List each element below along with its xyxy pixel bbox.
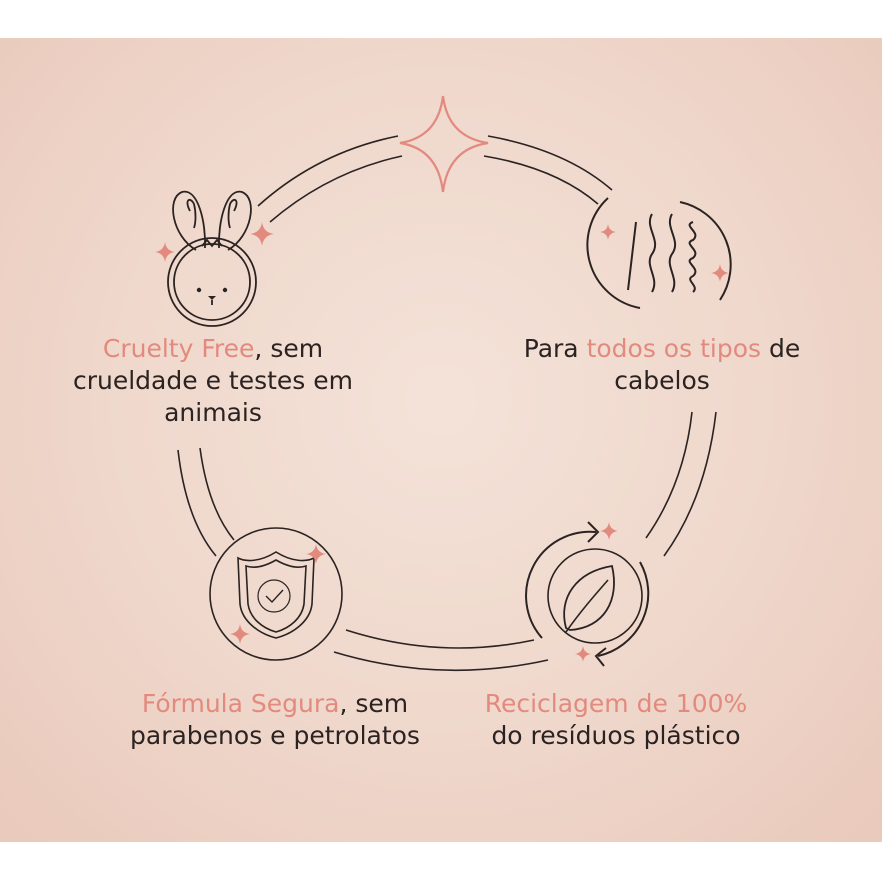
cruelty-free-highlight: Cruelty Free (102, 334, 255, 363)
recycling-highlight: Reciclagem de 100% (484, 689, 748, 718)
hair-types-suffix: de cabelos (614, 334, 801, 395)
cycle-connector-lines (177, 135, 717, 672)
safe-formula-highlight: Fórmula Segura (141, 689, 340, 718)
hair-types-icon (586, 197, 732, 309)
hair-types-prefix: Para (523, 334, 587, 363)
shield-check-icon (209, 527, 343, 661)
cruelty-free-label: Cruelty Free, sem crueldade e testes em … (40, 333, 386, 429)
recycling-text: do resíduos plástico (491, 721, 741, 750)
sparkle-icon (399, 95, 489, 193)
recycling-label: Reciclagem de 100% do resíduos plástico (466, 688, 766, 752)
bunny-icon (167, 191, 257, 327)
background-panel (0, 38, 882, 842)
safe-formula-text: , sem parabenos e petrolatos (130, 689, 420, 750)
safe-formula-label: Fórmula Segura, sem parabenos e petrolat… (120, 688, 430, 752)
recycle-leaf-icon (525, 521, 650, 667)
hair-types-highlight: todos os tipos (586, 334, 762, 363)
hair-types-label: Para todos os tipos de cabelos (510, 333, 814, 397)
cruelty-free-text: , sem crueldade e testes em animais (72, 334, 353, 427)
